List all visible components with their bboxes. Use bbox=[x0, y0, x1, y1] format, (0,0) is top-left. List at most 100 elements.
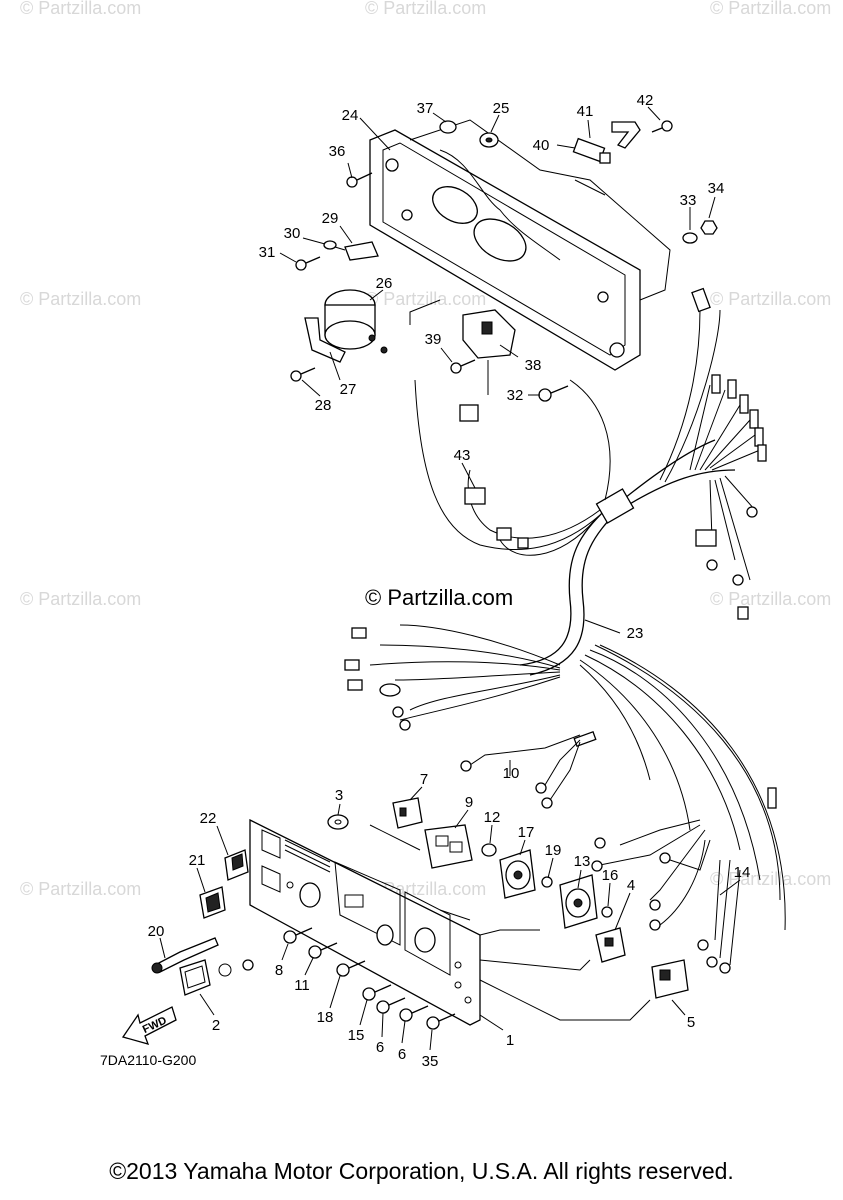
screw-6a bbox=[376, 997, 406, 1014]
callout-43: 43 bbox=[454, 447, 471, 464]
switch-22 bbox=[224, 849, 249, 881]
callout-2: 2 bbox=[212, 1017, 220, 1034]
callout-13: 13 bbox=[574, 853, 591, 870]
callout-7: 7 bbox=[420, 771, 428, 788]
callouts: 24 37 25 41 42 40 36 34 33 29 30 31 26 3… bbox=[148, 92, 751, 1070]
screw-18 bbox=[336, 960, 366, 977]
callout-18: 18 bbox=[317, 1009, 334, 1026]
screw-28 bbox=[290, 367, 316, 382]
callout-30: 30 bbox=[284, 225, 301, 242]
callout-42: 42 bbox=[637, 92, 654, 109]
callout-9: 9 bbox=[465, 794, 473, 811]
callout-36: 36 bbox=[329, 143, 346, 160]
receptacle-17 bbox=[499, 849, 536, 899]
callout-26: 26 bbox=[376, 275, 393, 292]
callout-35: 35 bbox=[422, 1053, 439, 1070]
watermark: © Partzilla.com bbox=[365, 289, 486, 309]
bracket-41 bbox=[611, 121, 641, 149]
fwd-label: FWD bbox=[141, 1015, 169, 1036]
screw-11 bbox=[308, 942, 338, 959]
breaker-4 bbox=[595, 927, 626, 963]
callout-3: 3 bbox=[335, 787, 343, 804]
callout-11: 11 bbox=[294, 977, 310, 994]
control-panel-1 bbox=[249, 818, 481, 1026]
washer-37 bbox=[439, 120, 457, 134]
watermarks: © Partzilla.com © Partzilla.com © Partzi… bbox=[20, 0, 831, 899]
plate-29 bbox=[344, 241, 379, 261]
callout-29: 29 bbox=[322, 210, 339, 227]
callout-17: 17 bbox=[518, 824, 535, 841]
callout-12: 12 bbox=[484, 809, 501, 826]
callout-25: 25 bbox=[493, 100, 510, 117]
callout-28: 28 bbox=[315, 397, 332, 414]
watermark: © Partzilla.com bbox=[710, 0, 831, 18]
watermark: © Partzilla.com bbox=[710, 869, 831, 889]
callout-16: 16 bbox=[602, 867, 619, 884]
callout-23: 23 bbox=[627, 625, 644, 642]
callout-24: 24 bbox=[342, 107, 359, 124]
wire-harness-23 bbox=[344, 287, 786, 931]
copyright-notice: ©2013 Yamaha Motor Corporation, U.S.A. A… bbox=[109, 1158, 734, 1184]
watermark: © Partzilla.com bbox=[20, 589, 141, 609]
callout-31: 31 bbox=[259, 244, 276, 261]
callout-19: 19 bbox=[545, 842, 562, 859]
bolt-32 bbox=[538, 385, 569, 402]
leader-lines-upper bbox=[334, 179, 606, 395]
switch-40 bbox=[572, 137, 611, 164]
callout-32: 32 bbox=[507, 387, 524, 404]
watermark: © Partzilla.com bbox=[20, 0, 141, 18]
callout-5: 5 bbox=[687, 1014, 695, 1031]
callout-34: 34 bbox=[708, 180, 725, 197]
nut-34 bbox=[700, 220, 718, 235]
lead-10 bbox=[460, 734, 581, 809]
washer-30 bbox=[323, 240, 337, 250]
switch-5 bbox=[651, 959, 689, 999]
receptacle-13 bbox=[559, 874, 598, 929]
watermark: © Partzilla.com bbox=[20, 289, 141, 309]
callout-37: 37 bbox=[417, 100, 434, 117]
grommet-3 bbox=[327, 814, 349, 830]
callout-6b: 6 bbox=[398, 1046, 406, 1063]
screw-8 bbox=[283, 927, 313, 944]
washer-33 bbox=[682, 232, 698, 244]
callout-4: 4 bbox=[627, 877, 635, 894]
switch-21 bbox=[199, 886, 226, 919]
bracket-27 bbox=[304, 317, 346, 363]
center-watermark: © Partzilla.com bbox=[365, 585, 513, 610]
diagram-code: 7DA2110-G200 bbox=[100, 1052, 196, 1068]
callout-6a: 6 bbox=[376, 1039, 384, 1056]
callout-14: 14 bbox=[734, 864, 751, 881]
callout-15: 15 bbox=[348, 1027, 365, 1044]
callout-41: 41 bbox=[577, 103, 594, 120]
receptacle-9 bbox=[424, 824, 473, 869]
switch-7 bbox=[392, 797, 423, 829]
callout-22: 22 bbox=[200, 810, 217, 827]
callout-33: 33 bbox=[680, 192, 697, 209]
lamp-20 bbox=[151, 937, 219, 974]
leader-lines-lower bbox=[369, 824, 651, 1021]
hour-meter-26 bbox=[324, 289, 388, 354]
nut-19 bbox=[541, 876, 553, 888]
callout-leaders bbox=[159, 106, 741, 1051]
lead-14 bbox=[591, 819, 741, 974]
callout-21: 21 bbox=[189, 852, 206, 869]
watermark: © Partzilla.com bbox=[365, 0, 486, 18]
nut-16 bbox=[601, 906, 613, 918]
screw-39 bbox=[450, 359, 476, 374]
callout-27: 27 bbox=[340, 381, 357, 398]
callout-10: 10 bbox=[503, 765, 520, 782]
callout-8: 8 bbox=[275, 962, 283, 979]
meter-housing bbox=[369, 119, 671, 371]
watermark: © Partzilla.com bbox=[710, 289, 831, 309]
switch-38 bbox=[462, 309, 516, 359]
screw-15 bbox=[362, 984, 392, 1001]
screw-6b bbox=[399, 1005, 429, 1022]
callout-20: 20 bbox=[148, 923, 165, 940]
circuit-breaker-2 bbox=[179, 959, 254, 996]
callout-39: 39 bbox=[425, 331, 442, 348]
callout-1: 1 bbox=[506, 1032, 514, 1049]
screw-35 bbox=[426, 1013, 456, 1030]
washer-12 bbox=[481, 843, 497, 857]
screw-42 bbox=[651, 120, 673, 133]
